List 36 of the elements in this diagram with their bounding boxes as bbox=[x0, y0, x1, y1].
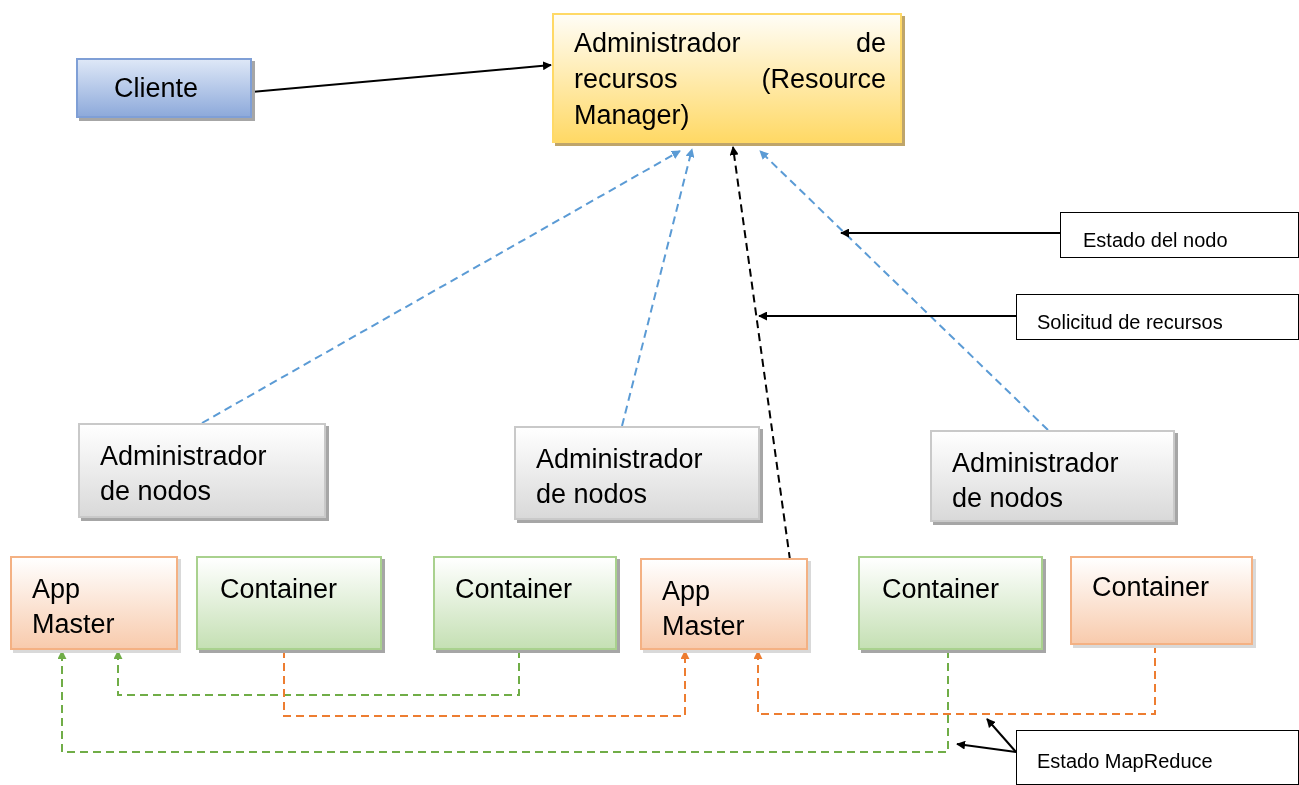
process-box bbox=[930, 430, 1175, 522]
dashed-arrow bbox=[729, 146, 791, 561]
node-label: Container bbox=[1092, 571, 1210, 604]
process-box bbox=[196, 556, 382, 650]
leader-arrow bbox=[840, 228, 1061, 238]
node-label: Estado MapReduce bbox=[1037, 750, 1213, 772]
dashed-arrow bbox=[759, 150, 1049, 431]
callout-box bbox=[1060, 212, 1299, 258]
leader-arrow bbox=[758, 311, 1017, 321]
node-label: Administrador de recursos (Resource Manager) bbox=[574, 27, 886, 132]
leader-arrow bbox=[956, 740, 1017, 753]
process-box bbox=[858, 556, 1043, 650]
node-label: App Master bbox=[32, 573, 116, 641]
node-label: Solicitud de recursos bbox=[1037, 311, 1223, 333]
node-label: Container bbox=[220, 573, 338, 606]
process-box bbox=[10, 556, 178, 650]
node-label: App Master bbox=[662, 575, 746, 643]
process-box bbox=[433, 556, 617, 650]
callout-box bbox=[1016, 294, 1299, 340]
node-label: Estado del nodo bbox=[1083, 229, 1228, 251]
node-label: Administrador de nodos bbox=[536, 443, 704, 511]
dashed-arrow bbox=[621, 148, 695, 427]
process-box bbox=[640, 558, 808, 650]
node-label: Administrador de nodos bbox=[952, 447, 1120, 515]
node-label: Container bbox=[455, 573, 573, 606]
process-box bbox=[552, 13, 902, 143]
node-label: Container bbox=[882, 573, 1000, 606]
node-label: Cliente bbox=[114, 72, 199, 105]
node-label: Administrador de nodos bbox=[100, 440, 268, 508]
process-box bbox=[514, 426, 760, 520]
process-box bbox=[1070, 556, 1253, 645]
callout-box bbox=[1016, 730, 1299, 785]
process-box bbox=[78, 423, 326, 518]
process-box bbox=[76, 58, 252, 118]
dashed-arrow bbox=[201, 150, 681, 424]
leader-arrow bbox=[986, 718, 1017, 753]
